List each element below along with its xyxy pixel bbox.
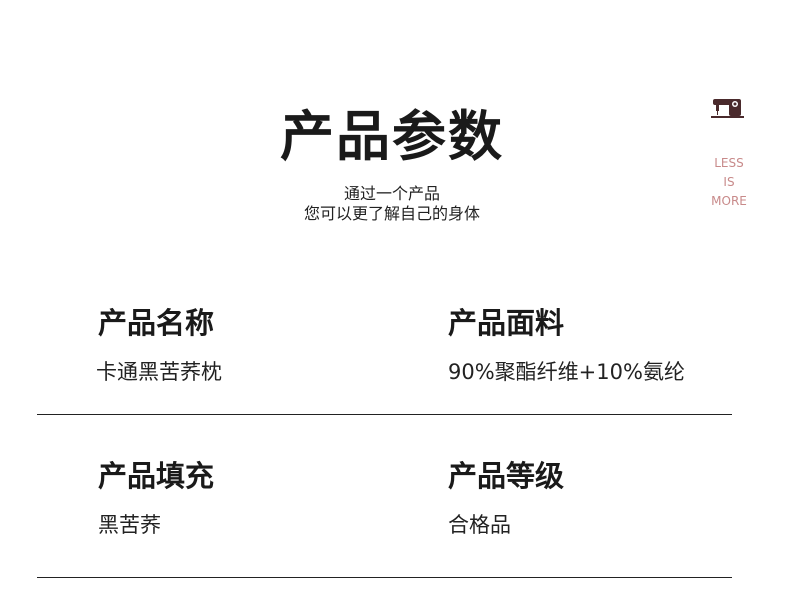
subtitle-line-1: 通过一个产品 bbox=[343, 184, 440, 203]
motto-line-1: LESS bbox=[714, 156, 744, 170]
divider bbox=[37, 577, 732, 578]
motto-line-2: IS bbox=[723, 175, 735, 189]
param-label-fabric: 产品面料 bbox=[448, 306, 565, 340]
param-label-filling: 产品填充 bbox=[98, 459, 215, 493]
param-value-grade: 合格品 bbox=[448, 513, 511, 537]
page-title: 产品参数 bbox=[280, 105, 504, 168]
sewing-machine-icon bbox=[711, 99, 744, 118]
divider bbox=[37, 414, 732, 415]
motto-line-3: MORE bbox=[711, 194, 747, 208]
param-label-name: 产品名称 bbox=[98, 306, 215, 340]
param-label-grade: 产品等级 bbox=[448, 459, 565, 493]
param-value-fabric: 90%聚酯纤维+10%氨纶 bbox=[448, 360, 685, 384]
param-value-filling: 黑苦荞 bbox=[98, 513, 161, 537]
subtitle-line-2: 您可以更了解自己的身体 bbox=[303, 204, 480, 223]
param-value-name: 卡通黑苦荞枕 bbox=[96, 360, 222, 384]
less-is-more-motto: LESS IS MORE bbox=[699, 154, 759, 211]
